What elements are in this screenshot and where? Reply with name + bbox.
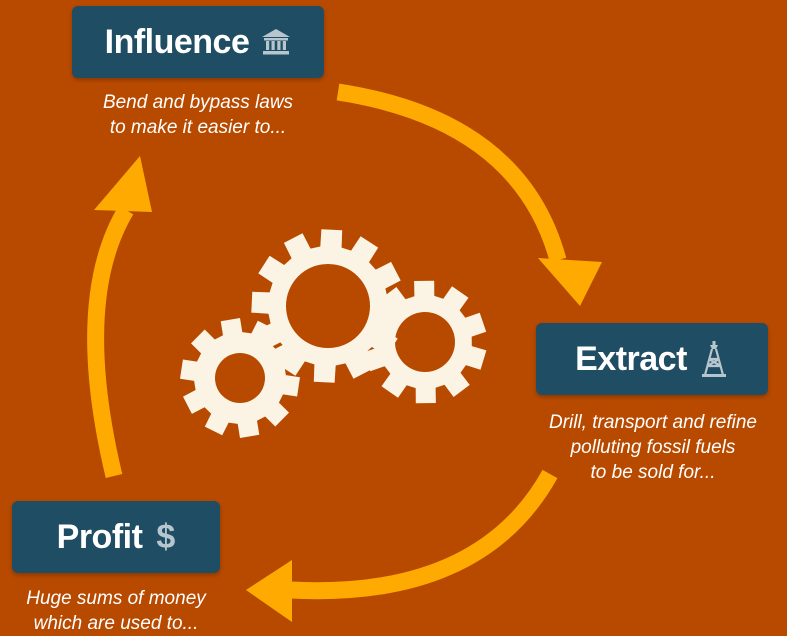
desc-line: to be sold for... [590,462,716,483]
desc-line: Drill, transport and refine [548,412,758,433]
dollar-sign-icon: $ [156,517,176,556]
stage-title-extract: Extract [575,339,687,378]
stage-desc-profit: Huge sums of money which are used to... [0,586,232,636]
stage-box-influence: Influence [72,6,324,78]
desc-line: which are used to... [33,613,199,634]
stage-desc-influence: Bend and bypass laws to make it easier t… [48,90,348,140]
bank-building-icon [261,28,291,56]
arrowhead-influence-to-extract [538,258,602,306]
stage-title-influence: Influence [104,22,250,61]
oil-derrick-icon [699,341,729,377]
stage-box-profit: Profit $ [12,501,220,573]
arrow-influence-to-extract [336,83,567,263]
arrow-extract-to-profit [289,469,558,600]
gears-icon [180,229,487,438]
arrow-profit-to-influence [87,205,134,478]
arrowhead-extract-to-profit [246,560,292,622]
stage-title-profit: Profit [56,517,143,556]
cycle-arrows [87,83,602,622]
stage-desc-extract: Drill, transport and refine polluting fo… [522,410,784,485]
desc-line: Bend and bypass laws [102,92,294,113]
gear-left [180,318,300,438]
gear-center [251,229,405,383]
desc-line: Huge sums of money [26,588,206,609]
desc-line: polluting fossil fuels [570,437,736,458]
arrowhead-profit-to-influence [94,156,152,212]
stage-box-extract: Extract [536,323,768,395]
desc-line: to make it easier to... [109,117,287,138]
